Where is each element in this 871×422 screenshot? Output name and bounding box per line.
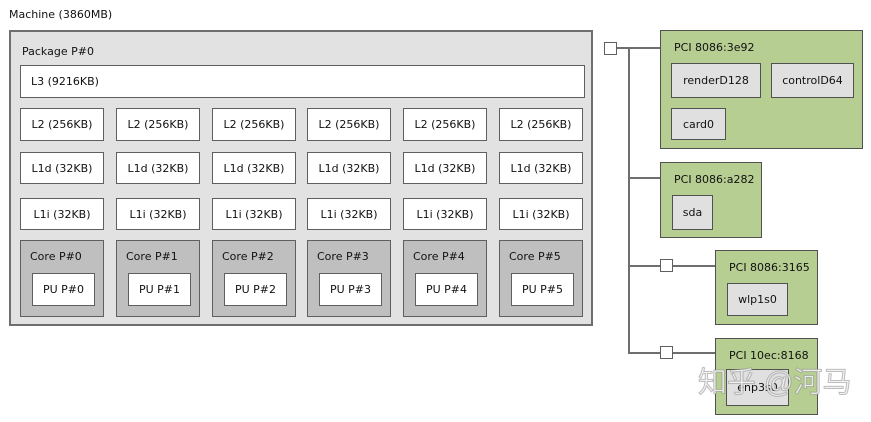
os-device-label: controlD64 [782,74,843,87]
pci-bridge-square [660,259,673,272]
core-box: Core P#1 PU P#1 [116,240,200,317]
l1d-cache-label: L1d (32KB) [318,161,380,175]
pu-box: PU P#0 [32,273,95,306]
l2-cache-box: L2 (256KB) [403,108,487,141]
l2-cache-label: L2 (256KB) [127,118,189,131]
os-device-label: sda [682,206,703,219]
core-box: Core P#4 PU P#4 [403,240,487,317]
connector-line [673,352,715,354]
pci-device-box-ethernet: PCI 10ec:8168 enp3s0 [715,338,818,415]
l1d-cache-box: L1d (32KB) [212,152,296,184]
pu-box: PU P#1 [128,273,191,306]
pci-bridge-square [660,346,673,359]
os-device-label: card0 [682,117,715,131]
pci-device-box-wifi: PCI 8086:3165 wlp1s0 [715,250,818,325]
os-device-label: enp3s0 [737,381,778,394]
os-device-box: renderD128 [671,63,761,98]
core-box: Core P#3 PU P#3 [307,240,391,317]
connector-line [628,352,660,354]
os-device-box: card0 [671,108,726,140]
l1i-cache-label: L1i (32KB) [416,207,474,221]
core-label: Core P#4 [413,250,465,263]
hostbridge-square [604,42,617,55]
l1i-cache-box: L1i (32KB) [403,198,487,230]
l1i-cache-box: L1i (32KB) [20,198,104,230]
pci-device-label: PCI 10ec:8168 [729,349,809,362]
l2-cache-label: L2 (256KB) [223,118,285,131]
pci-device-box-gpu: PCI 8086:3e92 renderD128 controlD64 card… [660,30,863,149]
pci-device-box-sata: PCI 8086:a282 sda [660,162,762,238]
os-device-box: controlD64 [771,63,854,98]
core-box: Core P#2 PU P#2 [212,240,296,317]
core-label: Core P#5 [509,250,561,263]
l1d-cache-label: L1d (32KB) [127,161,189,175]
package-label: Package P#0 [22,45,94,58]
l1d-cache-box: L1d (32KB) [307,152,391,184]
pci-device-label: PCI 8086:a282 [674,173,755,186]
pci-device-label: PCI 8086:3e92 [674,41,755,54]
pu-box: PU P#2 [224,273,287,306]
core-label: Core P#0 [30,250,82,263]
l1i-cache-label: L1i (32KB) [512,207,570,221]
l2-cache-box: L2 (256KB) [499,108,583,141]
l2-cache-label: L2 (256KB) [414,118,476,131]
pu-box: PU P#4 [415,273,478,306]
pci-device-label: PCI 8086:3165 [729,261,810,274]
package-box: Package P#0 L3 (9216KB) L2 (256KB) L2 (2… [9,30,593,326]
core-label: Core P#1 [126,250,178,263]
l1i-cache-label: L1i (32KB) [320,207,378,221]
l1i-cache-box: L1i (32KB) [307,198,391,230]
pu-box: PU P#5 [511,273,574,306]
l1i-cache-label: L1i (32KB) [33,207,91,221]
l2-cache-box: L2 (256KB) [116,108,200,141]
l1d-cache-label: L1d (32KB) [223,161,285,175]
core-label: Core P#3 [317,250,369,263]
connector-line [628,177,660,179]
l2-cache-label: L2 (256KB) [318,118,380,131]
os-device-box: enp3s0 [726,369,789,406]
l1d-cache-box: L1d (32KB) [499,152,583,184]
pu-label: PU P#3 [329,283,372,296]
l3-cache-label: L3 (9216KB) [31,75,99,88]
l1d-cache-label: L1d (32KB) [414,161,476,175]
os-device-label: renderD128 [683,74,749,87]
pu-box: PU P#3 [319,273,382,306]
l1d-cache-box: L1d (32KB) [20,152,104,184]
os-device-box: sda [672,195,713,230]
l2-cache-box: L2 (256KB) [20,108,104,141]
pu-label: PU P#1 [138,283,181,296]
connector-line [673,265,715,267]
connector-trunk-line [628,47,630,354]
l1d-cache-box: L1d (32KB) [116,152,200,184]
l2-cache-box: L2 (256KB) [212,108,296,141]
pu-label: PU P#4 [425,283,468,296]
machine-label: Machine (3860MB) [9,8,113,21]
pu-label: PU P#0 [42,283,85,296]
l1i-cache-box: L1i (32KB) [499,198,583,230]
l1d-cache-label: L1d (32KB) [510,161,572,175]
os-device-label: wlp1s0 [738,293,777,306]
l2-cache-label: L2 (256KB) [31,118,93,131]
l1i-cache-box: L1i (32KB) [116,198,200,230]
os-device-box: wlp1s0 [727,283,788,316]
l1d-cache-label: L1d (32KB) [31,161,93,175]
l1d-cache-box: L1d (32KB) [403,152,487,184]
l1i-cache-label: L1i (32KB) [129,207,187,221]
l3-cache-box: L3 (9216KB) [20,65,585,98]
core-box: Core P#5 PU P#5 [499,240,583,317]
connector-line [617,47,660,49]
core-label: Core P#2 [222,250,274,263]
l1i-cache-box: L1i (32KB) [212,198,296,230]
l2-cache-label: L2 (256KB) [510,118,572,131]
connector-line [628,265,660,267]
pu-label: PU P#5 [521,283,564,296]
l1i-cache-label: L1i (32KB) [225,207,283,221]
pu-label: PU P#2 [234,283,277,296]
l2-cache-box: L2 (256KB) [307,108,391,141]
core-box: Core P#0 PU P#0 [20,240,104,317]
